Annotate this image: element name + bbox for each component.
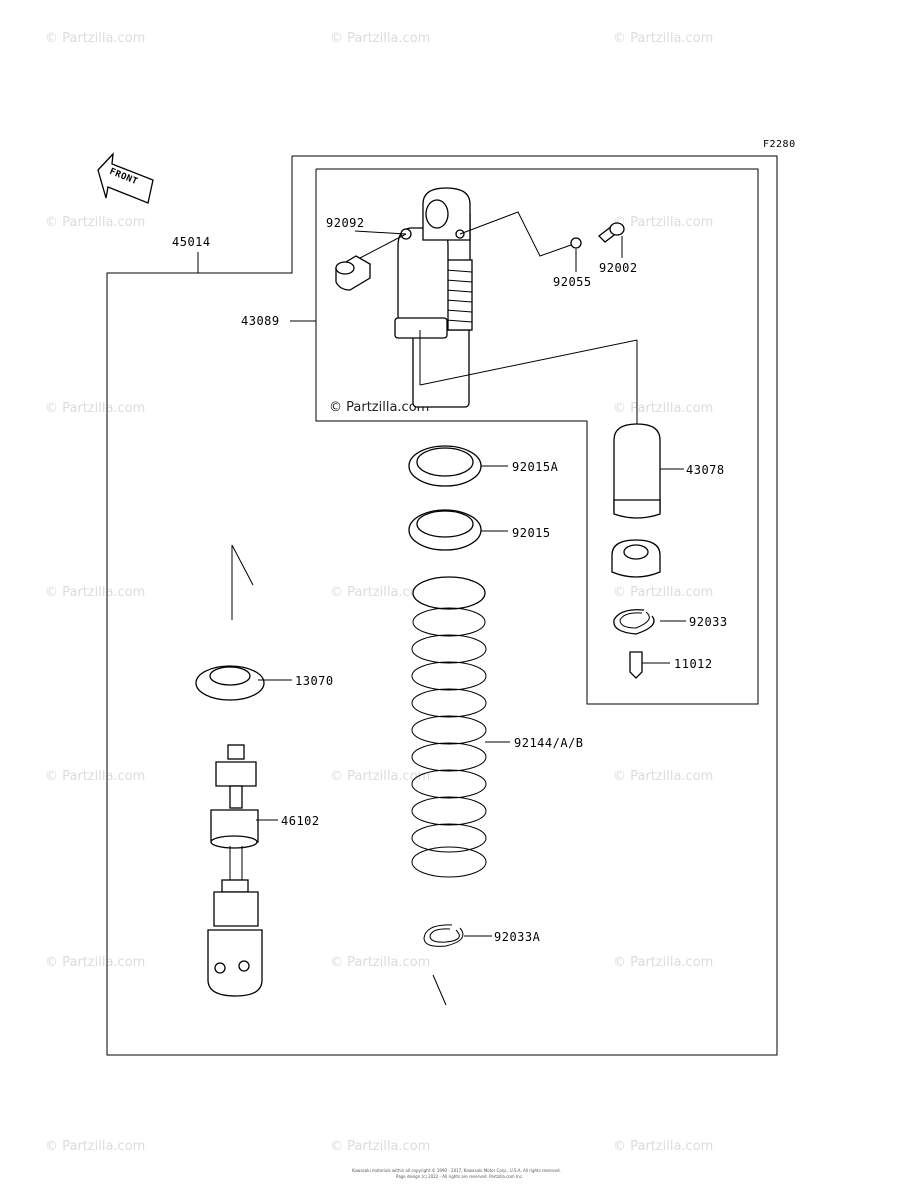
callout-92033: 92033 <box>689 615 728 629</box>
adjuster-nut-92015 <box>408 509 508 551</box>
callout-43089: 43089 <box>241 314 280 328</box>
callout-92015a: 92015A <box>512 460 559 474</box>
watermark: © Partzilla.com <box>613 585 713 600</box>
watermark: © Partzilla.com <box>613 955 713 970</box>
watermark: © Partzilla.com <box>330 955 430 970</box>
watermark: © Partzilla.com <box>613 31 713 46</box>
callout-11012: 11012 <box>674 657 713 671</box>
assembly-frame-45014 <box>106 155 778 1056</box>
shock-absorber-body <box>394 187 638 425</box>
damper-rod-46102 <box>207 744 278 997</box>
watermark: © Partzilla.com <box>45 401 145 416</box>
watermark: © Partzilla.com <box>45 31 145 46</box>
callout-92002: 92002 <box>599 261 638 275</box>
figure-code: F2280 <box>763 139 796 150</box>
reservoir-cap <box>611 539 661 578</box>
front-arrow-icon: FRONT <box>97 152 154 204</box>
callout-92055: 92055 <box>553 275 592 289</box>
watermark: © Partzilla.com <box>330 1139 430 1154</box>
callout-92033a: 92033A <box>494 930 541 944</box>
watermark: © Partzilla.com <box>613 401 713 416</box>
watermark: © Partzilla.com <box>45 769 145 784</box>
watermark: © Partzilla.com <box>613 215 713 230</box>
callout-92144: 92144/A/B <box>514 736 584 750</box>
circlip-92033 <box>613 609 686 635</box>
o-ring-92055 <box>459 211 582 272</box>
callout-13070: 13070 <box>295 674 334 688</box>
watermark: © Partzilla.com <box>330 769 430 784</box>
bolt-92002 <box>598 222 625 258</box>
footer-design: Page design (c) 2022 - All rights are re… <box>396 1174 523 1179</box>
circlip-92033a <box>423 924 492 1006</box>
collar-92092 <box>334 230 407 291</box>
watermark: © Partzilla.com <box>45 215 145 230</box>
spring-92144 <box>411 576 510 878</box>
locknut-92015a <box>408 445 508 487</box>
valve-11012 <box>629 651 670 679</box>
washer-13070 <box>195 544 292 701</box>
callout-92015: 92015 <box>512 526 551 540</box>
watermark: © Partzilla.com <box>45 1139 145 1154</box>
watermark: © Partzilla.com <box>45 585 145 600</box>
callout-45014: 45014 <box>172 235 211 249</box>
watermark-grid: © Partzilla.com © Partzilla.com © Partzi… <box>45 31 713 1154</box>
watermark: © Partzilla.com <box>45 955 145 970</box>
watermark: © Partzilla.com <box>330 585 430 600</box>
reservoir-43078 <box>613 423 684 519</box>
callout-92092: 92092 <box>326 216 365 230</box>
watermark: © Partzilla.com <box>330 31 430 46</box>
callout-43078: 43078 <box>686 463 725 477</box>
callout-46102: 46102 <box>281 814 320 828</box>
frame-watermark: © Partzilla.com <box>329 400 429 415</box>
watermark: © Partzilla.com <box>613 769 713 784</box>
watermark: © Partzilla.com <box>613 1139 713 1154</box>
footer-copyright: Kawasaki materials within all copyright … <box>352 1168 561 1173</box>
assembly-frame-43089 <box>315 168 759 705</box>
